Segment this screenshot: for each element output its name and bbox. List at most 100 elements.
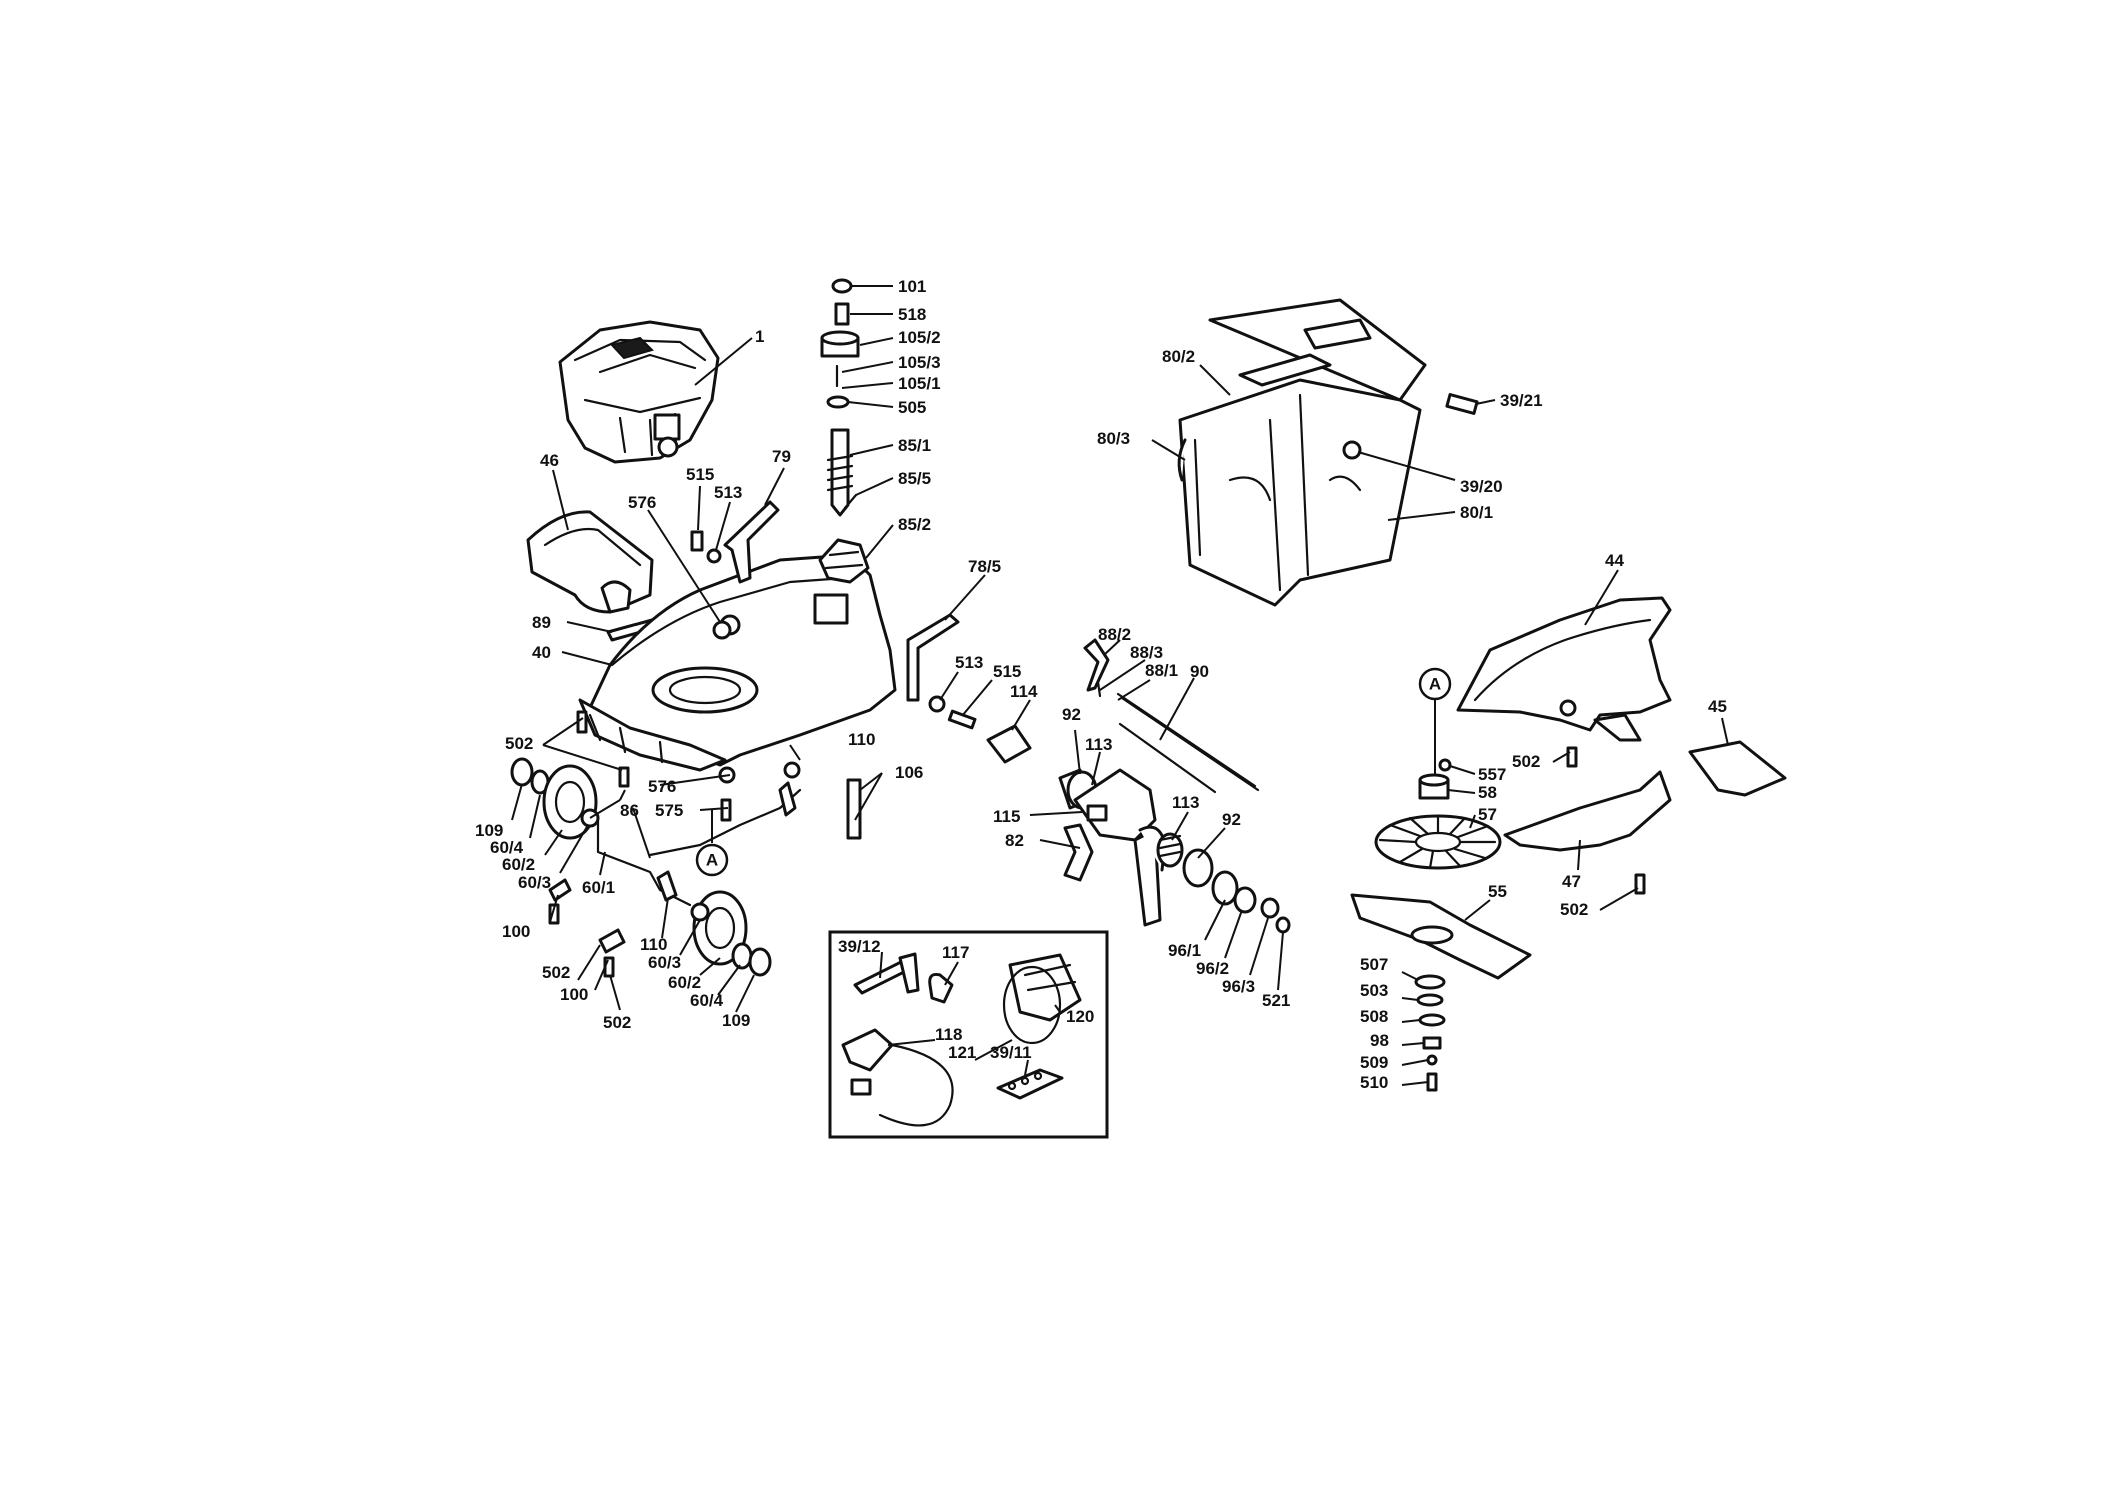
mulch-plug-part [1688,740,1787,797]
label-80-1: 80/1 [1460,503,1493,522]
label-100-a: 100 [502,922,530,941]
label-96-1: 96/1 [1168,941,1201,960]
label-502-e: 502 [1560,900,1588,919]
callout-a-right-text: A [1429,675,1441,694]
label-114: 114 [1010,682,1038,701]
label-78-5: 78/5 [968,557,1001,576]
label-576-a: 576 [628,493,656,512]
label-88-1: 88/1 [1145,661,1178,680]
part-number-labels: 101 518 105/2 105/3 105/1 505 85/1 85/5 … [475,277,1727,1092]
callout-a-left-text: A [706,851,718,870]
label-60-2-b: 60/2 [668,973,701,992]
label-510: 510 [1360,1073,1388,1092]
label-1: 1 [755,327,764,346]
label-121: 121 [948,1043,976,1062]
label-44: 44 [1605,551,1624,570]
label-60-3-b: 60/3 [648,953,681,972]
label-89: 89 [532,613,551,632]
label-515-a: 515 [686,465,714,484]
label-518: 518 [898,305,926,324]
label-513-b: 513 [955,653,983,672]
label-96-3: 96/3 [1222,977,1255,996]
label-39-20: 39/20 [1460,477,1503,496]
label-109-b: 109 [722,1011,750,1030]
label-110-b: 110 [640,935,667,954]
label-101: 101 [898,277,926,296]
label-507: 507 [1360,955,1388,974]
label-120: 120 [1066,1007,1094,1026]
height-adjuster-stack [818,278,870,584]
label-105-2: 105/2 [898,328,941,347]
label-96-2: 96/2 [1196,959,1229,978]
label-60-1: 60/1 [582,878,615,897]
label-79: 79 [772,447,791,466]
label-575: 575 [655,801,683,820]
label-110-a: 110 [848,730,875,749]
label-508: 508 [1360,1007,1388,1026]
screw-washer-bushing [928,695,1032,764]
label-557: 557 [1478,765,1506,784]
accessory-kit-box [828,930,1109,1139]
label-58: 58 [1478,783,1497,802]
label-106: 106 [895,763,923,782]
label-80-2: 80/2 [1162,347,1195,366]
label-88-2: 88/2 [1098,625,1131,644]
label-513-a: 513 [714,483,742,502]
label-80-3: 80/3 [1097,429,1130,448]
label-521: 521 [1262,991,1290,1010]
label-57: 57 [1478,805,1497,824]
label-60-3-a: 60/3 [518,873,551,892]
label-117: 117 [942,943,969,962]
label-39-12: 39/12 [838,937,881,956]
label-92-a: 92 [1062,705,1081,724]
blade-assembly [1350,746,1646,1092]
callout-a-left: A [695,810,729,877]
rod-lever-group [1083,638,1260,794]
label-502-d: 502 [1512,752,1540,771]
label-505: 505 [898,398,926,417]
label-515-b: 515 [993,662,1021,681]
label-86: 86 [620,801,639,820]
engine-part [558,320,720,464]
label-92-b: 92 [1222,810,1241,829]
label-509: 509 [1360,1053,1388,1072]
label-39-11: 39/11 [990,1043,1032,1062]
label-55: 55 [1488,882,1507,901]
label-85-2: 85/2 [898,515,931,534]
label-115: 115 [993,807,1020,826]
label-82: 82 [1005,831,1024,850]
rear-flap-part [526,510,654,614]
label-105-1: 105/1 [898,374,941,393]
rear-wheel-assembly [510,710,862,978]
mower-deck-part [578,553,897,772]
label-576-b: 576 [648,777,676,796]
callout-a-right: A [1418,667,1452,701]
discharge-chute-part [1456,596,1672,742]
label-105-3: 105/3 [898,353,941,372]
label-113-a: 113 [1085,735,1112,754]
label-502-a: 502 [505,734,533,753]
label-45: 45 [1708,697,1727,716]
label-40: 40 [532,643,551,662]
label-60-4-a: 60/4 [490,838,524,857]
deflector-part [1503,770,1672,852]
label-502-b: 502 [542,963,570,982]
bolt-hardware-group [690,500,780,640]
label-109-a: 109 [475,821,503,840]
label-85-1: 85/1 [898,436,931,455]
grass-box-assembly [1177,298,1479,607]
label-100-b: 100 [560,985,588,1004]
label-46: 46 [540,451,559,470]
label-39-21: 39/21 [1500,391,1543,410]
label-85-5: 85/5 [898,469,931,488]
label-113-b: 113 [1172,793,1199,812]
label-60-4-b: 60/4 [690,991,724,1010]
label-502-c: 502 [603,1013,631,1032]
label-90: 90 [1190,662,1209,681]
roller-housing-assembly [1058,768,1291,934]
label-60-2-a: 60/2 [502,855,535,874]
label-47: 47 [1562,872,1581,891]
label-98: 98 [1370,1031,1389,1050]
label-118: 118 [935,1025,962,1044]
label-503: 503 [1360,981,1388,1000]
